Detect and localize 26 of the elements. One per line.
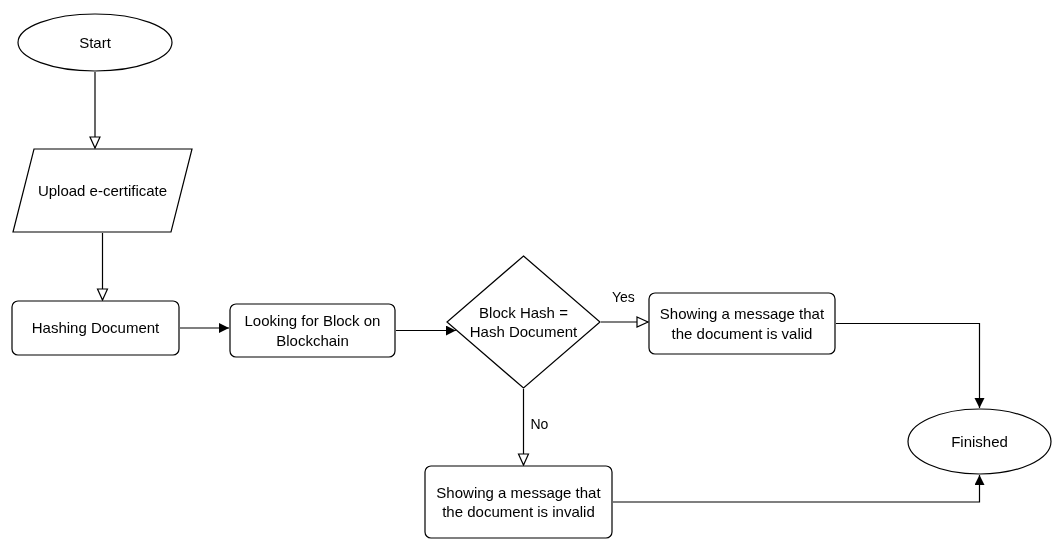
terminal-ellipse [907,408,1052,475]
edge-label: Yes [610,290,637,304]
node-label: Block Hash = Hash Document [468,302,579,342]
node-label: Looking for Block on Blockchain [243,311,382,350]
node-label: Finished [951,431,1008,452]
process-box [229,303,396,358]
arrow [395,325,457,336]
process-box [424,465,613,539]
decision-diamond [446,255,601,389]
arrow [600,316,649,328]
node-label: Showing a message that the document is invalid [435,482,602,522]
edge-label: No [528,417,551,431]
node-label: Start [79,32,111,53]
process-box [648,292,836,355]
process-box [11,300,180,356]
arrow [612,474,985,503]
input-parallelogram [12,148,193,233]
arrow [96,232,109,301]
arrow [517,388,530,466]
terminal-ellipse [17,13,173,72]
arrow [89,71,101,149]
arrow [179,323,230,333]
node-label: Hashing Document [31,318,160,338]
arrow [835,322,985,409]
node-label: Showing a message that the document is valid [658,304,826,343]
node-label: Upload e-certificate [37,180,168,201]
